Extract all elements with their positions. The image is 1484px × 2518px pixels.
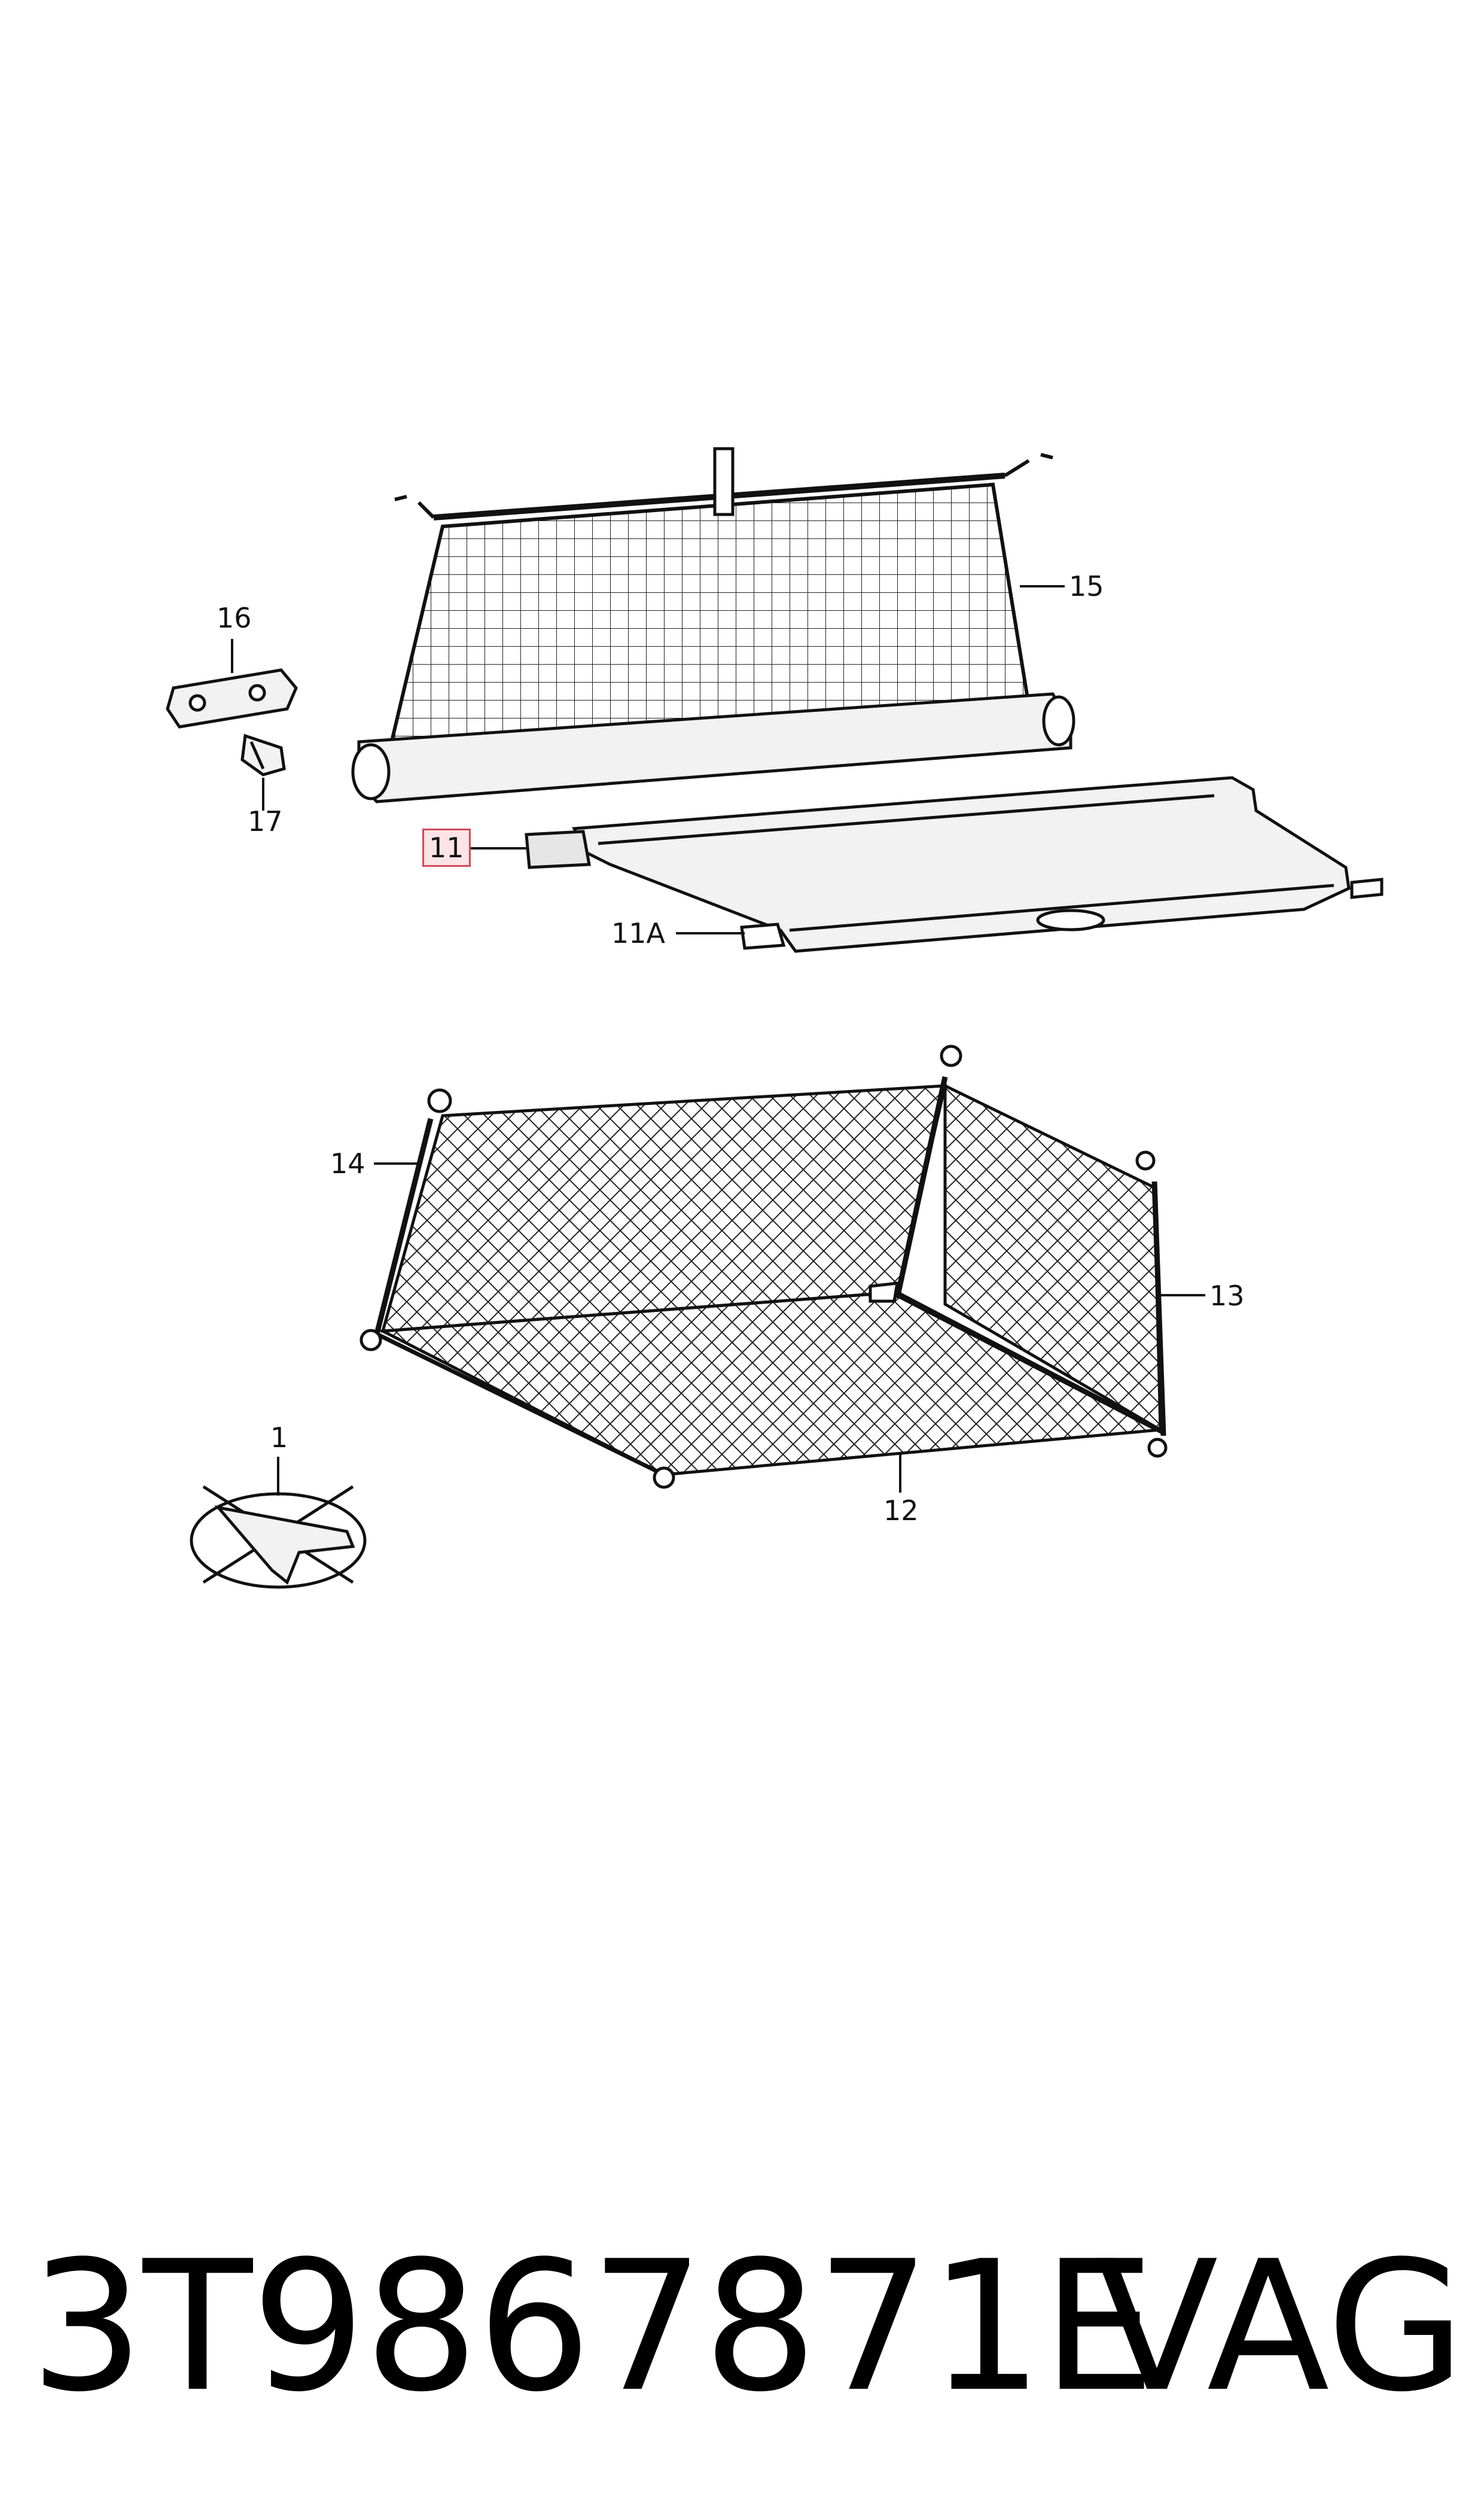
storage-net	[359, 1045, 1168, 1489]
callout-13[interactable]: 13	[1209, 1280, 1245, 1312]
part-number: 3T9867871E	[30, 2222, 1156, 2431]
luggage-cover	[525, 776, 1384, 953]
leader-lines	[231, 585, 1205, 1496]
roller-net-partition	[351, 447, 1075, 803]
brand-name: VAG	[1095, 2222, 1465, 2431]
callout-1[interactable]: 1	[270, 1421, 288, 1454]
callout-11[interactable]: 11	[422, 829, 471, 867]
callout-12[interactable]: 12	[883, 1494, 919, 1527]
bracket-16	[166, 668, 298, 729]
callout-16[interactable]: 16	[217, 602, 252, 634]
footer: 3T9867871E VAG	[30, 2213, 1465, 2441]
callout-11a[interactable]: 11A	[611, 917, 666, 949]
bolt-17	[240, 733, 286, 777]
callout-15[interactable]: 15	[1069, 570, 1104, 602]
symbol-1-icon	[190, 1485, 367, 1589]
callout-17[interactable]: 17	[248, 805, 283, 838]
callout-14[interactable]: 14	[330, 1147, 365, 1180]
